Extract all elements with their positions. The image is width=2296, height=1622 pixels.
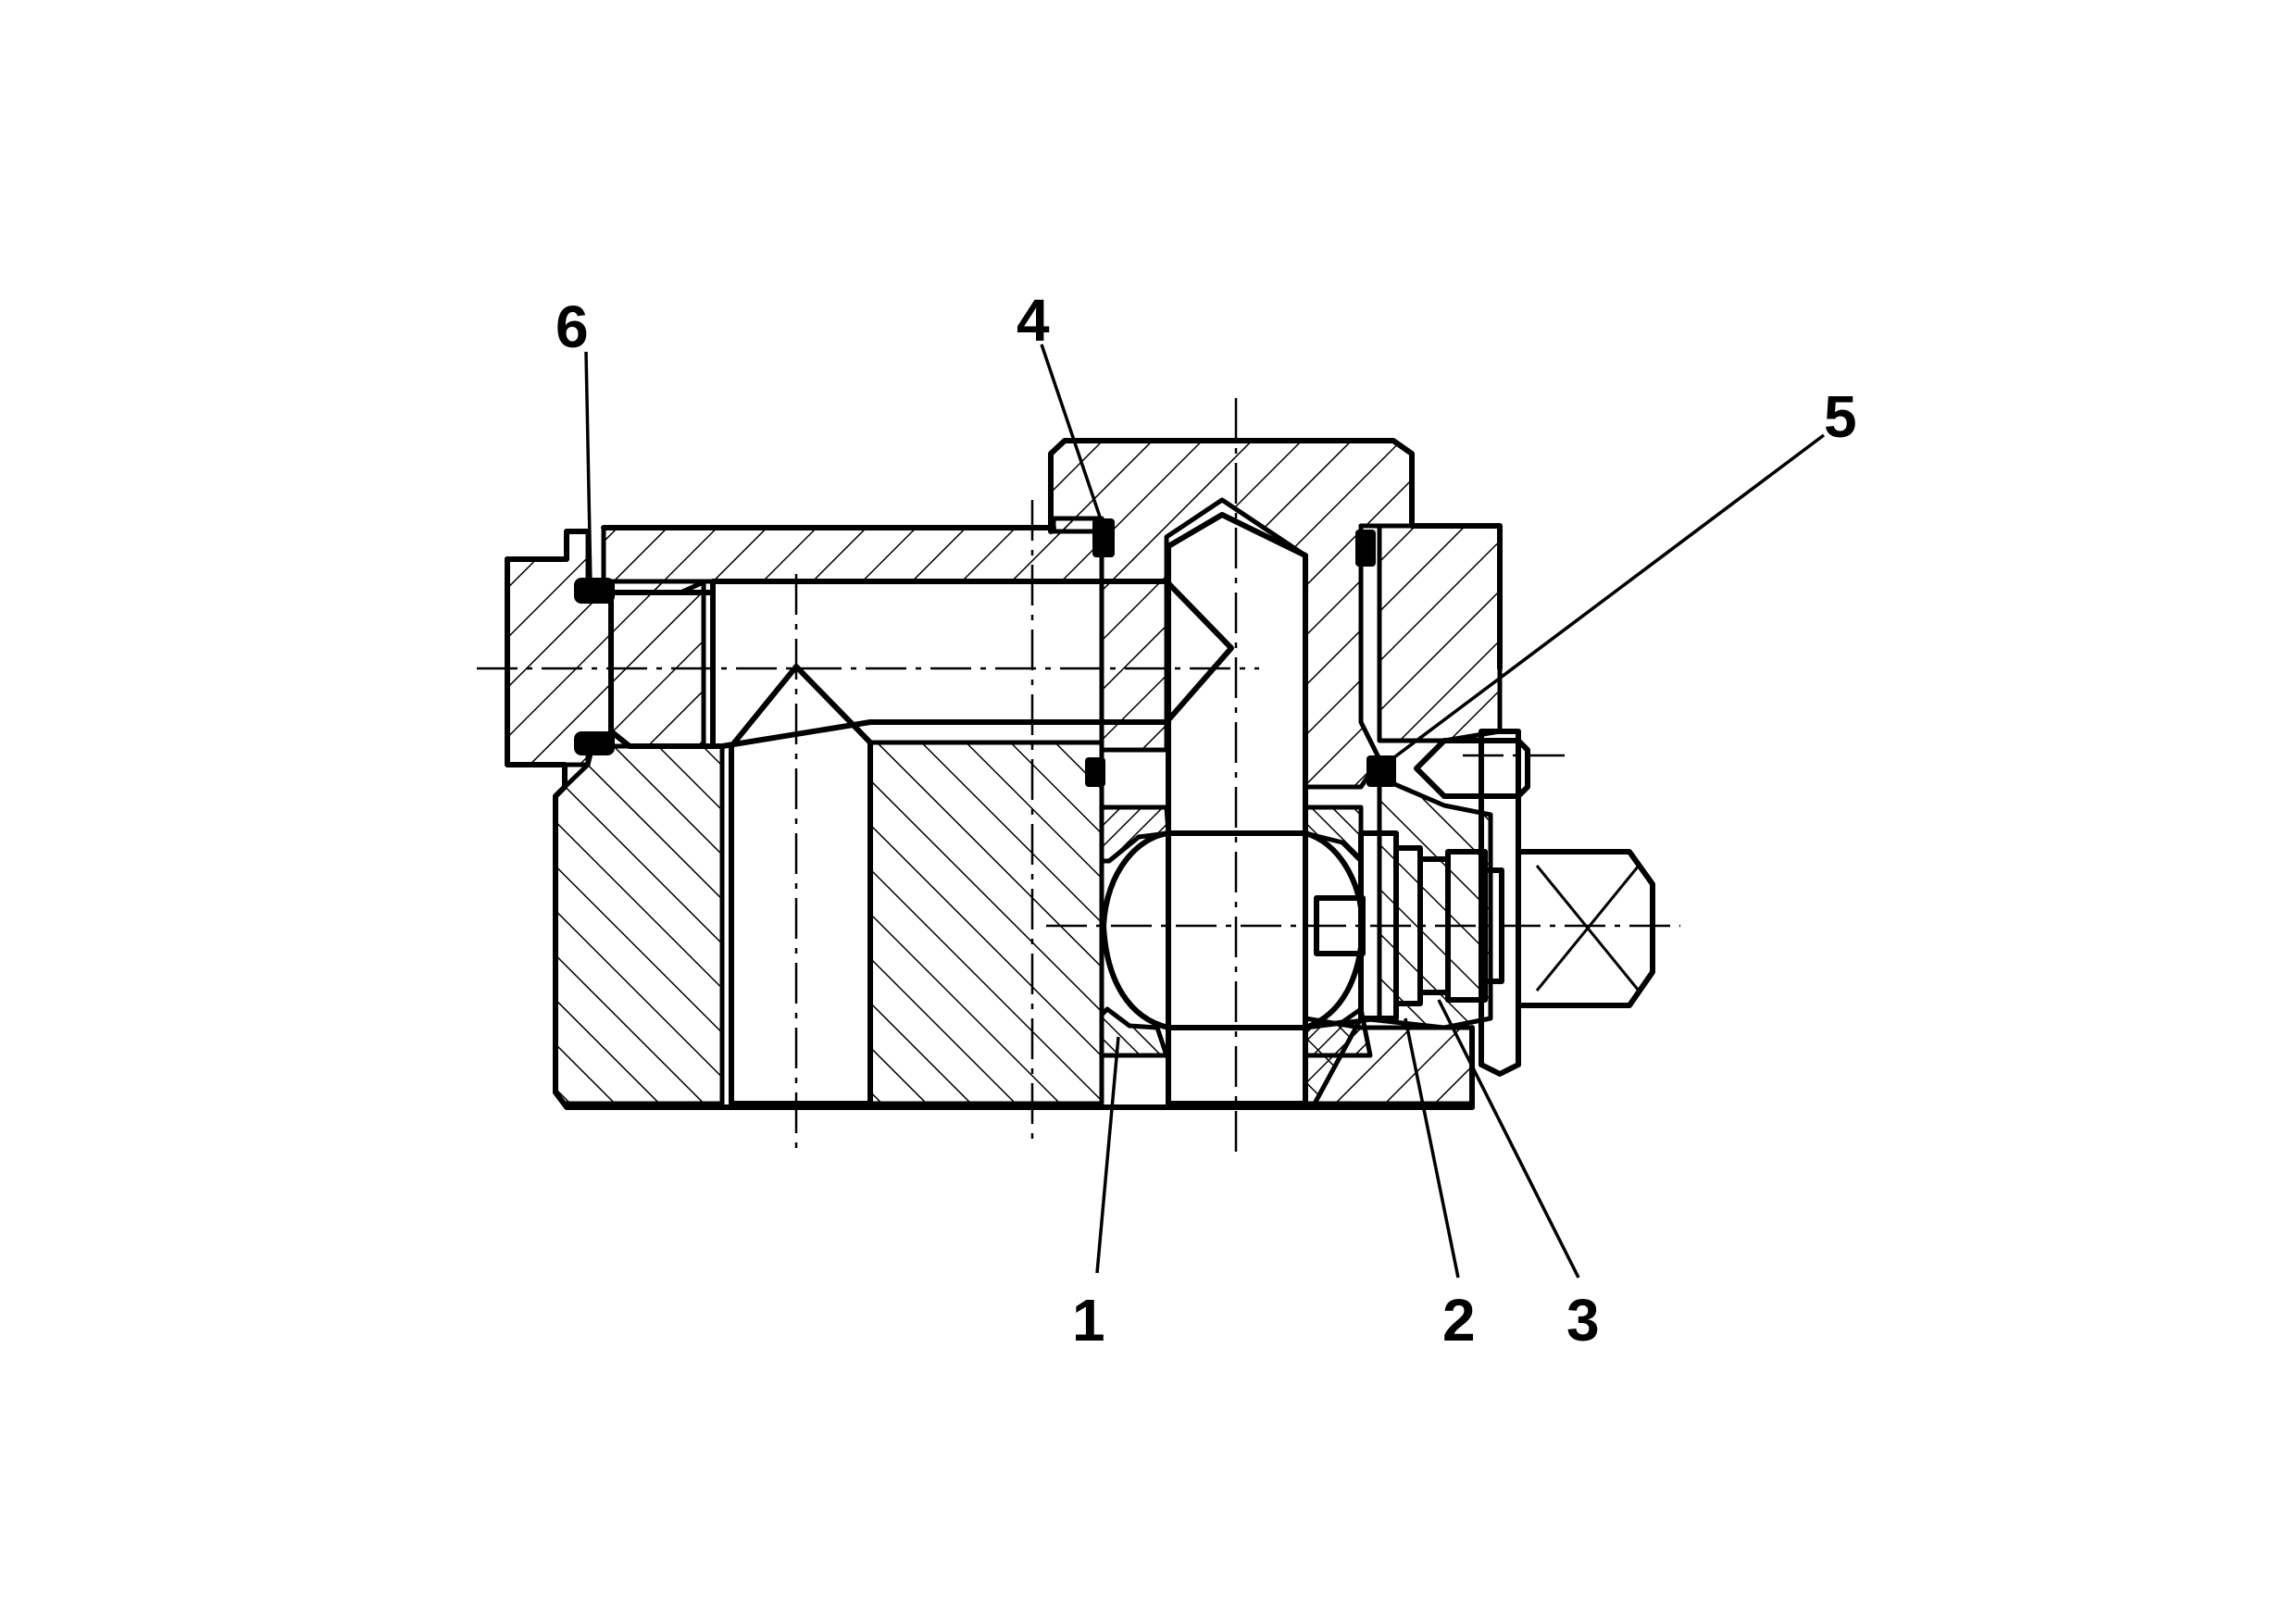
leader-2	[1404, 1017, 1460, 1279]
callout-label-4: 4	[1017, 287, 1050, 354]
leader-5	[1378, 433, 1826, 770]
upper-right-housing	[1048, 438, 1415, 790]
outer-contour	[505, 438, 1503, 1110]
callout-label-1: 1	[1072, 1287, 1105, 1354]
leader-4	[1040, 343, 1105, 529]
leader-6	[584, 351, 593, 586]
callout-label-3: 3	[1566, 1287, 1600, 1354]
cap-bore	[608, 581, 716, 749]
leader-lines	[584, 343, 1826, 1279]
callout-label-6: 6	[555, 293, 589, 360]
centerlines	[477, 398, 1680, 1153]
callout-labels: 6 4 5 1 2 3	[555, 287, 1857, 1354]
callout-label-5: 5	[1824, 383, 1857, 450]
valve-body-lower-middle	[867, 740, 1104, 1106]
leader-3	[1437, 999, 1580, 1279]
valve-body-lower-left	[553, 743, 725, 1106]
leader-1	[1095, 1036, 1120, 1274]
callout-label-2: 2	[1442, 1287, 1476, 1354]
valve-ball	[1101, 830, 1366, 1030]
